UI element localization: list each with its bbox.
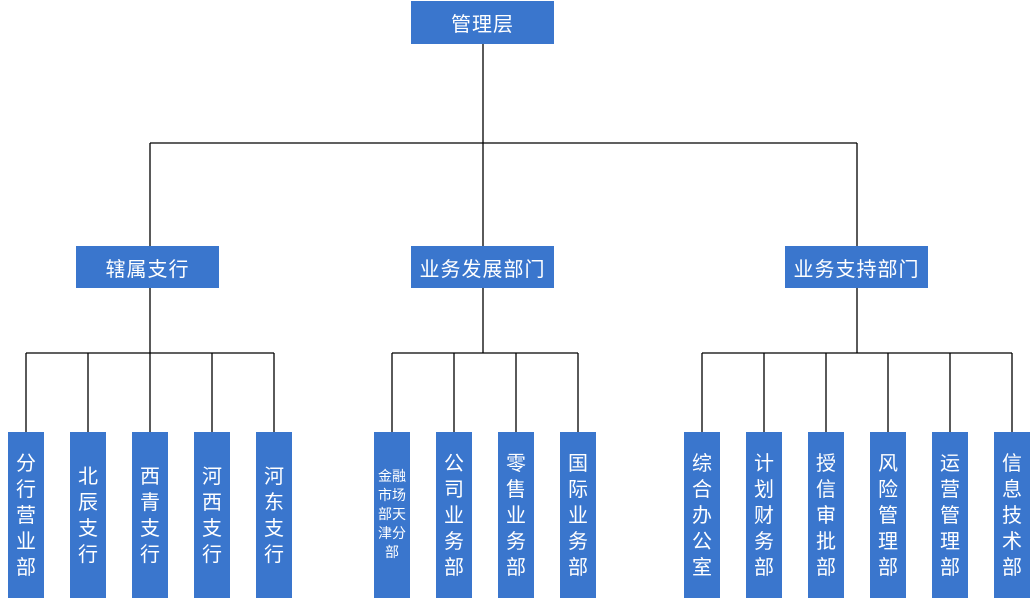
dept-node-hedong-branch: 河东支行 — [256, 432, 292, 598]
group-node-branches: 辖属支行 — [76, 246, 219, 288]
group-node-business-support: 业务支持部门 — [785, 246, 928, 288]
dept-label: 综合办公室 — [692, 451, 712, 579]
dept-node-xiqing-branch: 西青支行 — [132, 432, 168, 598]
dept-label: 北辰支行 — [78, 464, 98, 566]
dept-node-planning-finance: 计划财务部 — [746, 432, 782, 598]
dept-label: 国际业务部 — [568, 451, 588, 579]
dept-label: 运营管理部 — [940, 451, 960, 579]
dept-label: 信息技术部 — [1002, 451, 1022, 579]
dept-node-information-technology: 信息技术部 — [994, 432, 1030, 598]
dept-label: 风险管理部 — [878, 451, 898, 579]
dept-label: 计划财务部 — [754, 451, 774, 579]
dept-node-general-office: 综合办公室 — [684, 432, 720, 598]
root-node: 管理层 — [411, 1, 554, 44]
dept-node-operations-management: 运营管理部 — [932, 432, 968, 598]
dept-label: 授信审批部 — [816, 451, 836, 579]
dept-node-financial-markets-tianjin: 金融市场部天津分部 — [374, 432, 410, 598]
dept-label: 河东支行 — [264, 464, 284, 566]
dept-label: 河西支行 — [202, 464, 222, 566]
dept-node-credit-approval: 授信审批部 — [808, 432, 844, 598]
dept-label: 分行营业部 — [16, 451, 36, 579]
dept-label: 零售业务部 — [506, 451, 526, 579]
dept-node-corporate-business: 公司业务部 — [436, 432, 472, 598]
dept-node-retail-business: 零售业务部 — [498, 432, 534, 598]
dept-node-international-business: 国际业务部 — [560, 432, 596, 598]
dept-node-risk-management: 风险管理部 — [870, 432, 906, 598]
group-node-business-development: 业务发展部门 — [411, 246, 554, 288]
dept-label: 公司业务部 — [444, 451, 464, 579]
dept-node-beichen-branch: 北辰支行 — [70, 432, 106, 598]
dept-label: 西青支行 — [140, 464, 160, 566]
dept-label: 金融市场部天津分部 — [378, 468, 406, 561]
dept-node-branch-business-dept: 分行营业部 — [8, 432, 44, 598]
dept-node-hexi-branch: 河西支行 — [194, 432, 230, 598]
